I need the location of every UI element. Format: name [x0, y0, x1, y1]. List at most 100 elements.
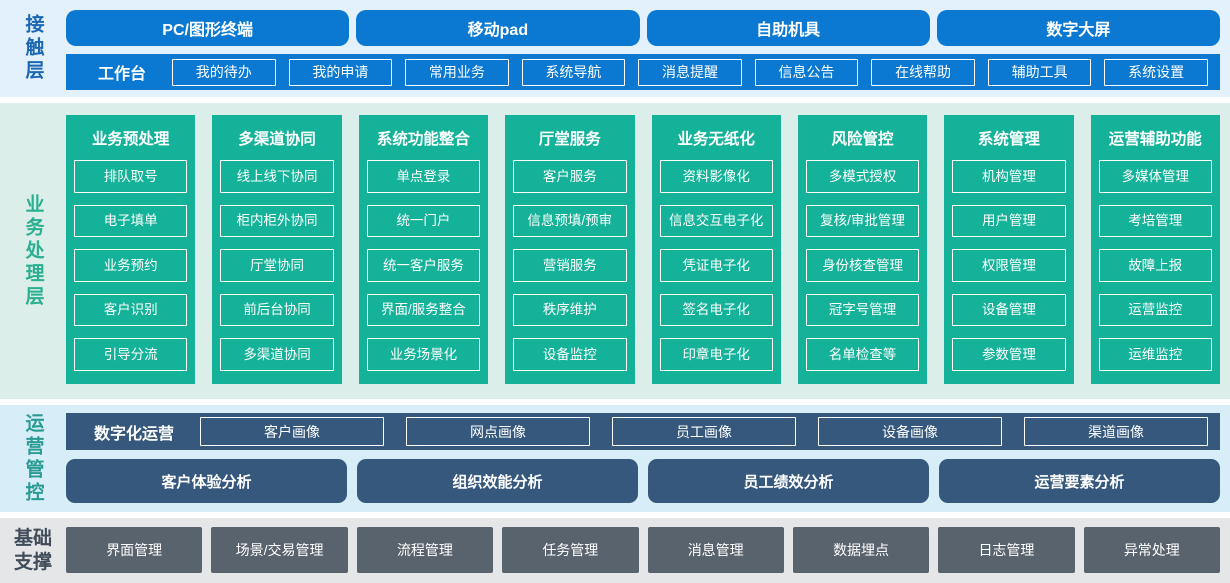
workbench-button[interactable]: 辅助工具 — [987, 58, 1092, 86]
terminal-button[interactable]: 数字大屏 — [936, 10, 1220, 46]
terminal-button[interactable]: PC/图形终端 — [66, 10, 350, 46]
business-function-button[interactable]: 引导分流 — [74, 338, 188, 371]
analysis-button[interactable]: 客户体验分析 — [66, 459, 347, 503]
business-function-button[interactable]: 运营监控 — [1098, 293, 1212, 327]
workbench-items: 我的待办我的申请常用业务系统导航消息提醒信息公告在线帮助辅助工具系统设置 — [172, 58, 1208, 86]
workbench-button[interactable]: 消息提醒 — [638, 58, 742, 86]
business-function-button[interactable]: 冠字号管理 — [805, 293, 920, 327]
workbench-button[interactable]: 在线帮助 — [871, 58, 975, 86]
business-function-button[interactable]: 信息交互电子化 — [659, 204, 773, 238]
business-function-button[interactable]: 印章电子化 — [659, 338, 773, 371]
operation-layer-band: 运营管控 数字化运营 客户画像网点画像员工画像设备画像渠道画像 客户体验分析组织… — [0, 405, 1230, 512]
business-function-button[interactable]: 故障上报 — [1098, 249, 1212, 282]
business-function-button[interactable]: 业务预约 — [74, 249, 188, 282]
business-function-button[interactable]: 资料影像化 — [659, 160, 773, 193]
business-column: 业务无纸化 资料影像化信息交互电子化凭证电子化签名电子化印章电子化 — [651, 115, 781, 384]
business-column-items: 资料影像化信息交互电子化凭证电子化签名电子化印章电子化 — [659, 160, 773, 371]
business-function-button[interactable]: 客户服务 — [513, 160, 627, 193]
workbench-button[interactable]: 系统导航 — [521, 58, 626, 86]
business-function-button[interactable]: 统一客户服务 — [366, 249, 481, 282]
portrait-button[interactable]: 员工画像 — [612, 417, 797, 446]
business-function-button[interactable]: 线上线下协同 — [220, 160, 334, 193]
business-function-button[interactable]: 身份核查管理 — [805, 249, 920, 282]
business-function-button[interactable]: 参数管理 — [952, 338, 1066, 371]
business-function-button[interactable]: 秩序维护 — [513, 293, 627, 327]
foundation-button[interactable]: 任务管理 — [502, 527, 639, 573]
foundation-button[interactable]: 消息管理 — [647, 527, 784, 573]
foundation-button[interactable]: 场景/交易管理 — [211, 527, 348, 573]
business-function-button[interactable]: 柜内柜外协同 — [220, 204, 334, 238]
business-function-button[interactable]: 签名电子化 — [659, 293, 773, 327]
operation-layer-content: 数字化运营 客户画像网点画像员工画像设备画像渠道画像 客户体验分析组织效能分析员… — [66, 405, 1230, 512]
business-function-button[interactable]: 多媒体管理 — [1098, 160, 1212, 193]
business-function-button[interactable]: 用户管理 — [952, 204, 1066, 238]
workbench-button[interactable]: 常用业务 — [405, 58, 509, 86]
contact-layer-label: 接触层 — [22, 14, 44, 83]
business-function-button[interactable]: 复核/审批管理 — [805, 204, 920, 238]
business-function-button[interactable]: 权限管理 — [952, 249, 1066, 282]
foundation-button[interactable]: 异常处理 — [1083, 527, 1220, 573]
business-function-button[interactable]: 运维监控 — [1098, 338, 1212, 371]
business-function-button[interactable]: 设备监控 — [513, 338, 627, 371]
portrait-button[interactable]: 设备画像 — [818, 417, 1003, 446]
business-column-title: 运营辅助功能 — [1108, 131, 1202, 148]
portrait-button[interactable]: 客户画像 — [200, 417, 385, 446]
digital-ops-bar: 数字化运营 客户画像网点画像员工画像设备画像渠道画像 — [66, 413, 1220, 450]
portrait-button[interactable]: 网点画像 — [406, 417, 591, 446]
business-function-button[interactable]: 多模式授权 — [805, 160, 920, 193]
business-column: 业务预处理 排队取号电子填单业务预约客户识别引导分流 — [66, 115, 196, 384]
workbench-button[interactable]: 信息公告 — [754, 58, 859, 86]
business-column-title: 风险管控 — [831, 131, 894, 148]
business-column-title: 系统管理 — [977, 131, 1040, 148]
workbench-button[interactable]: 我的待办 — [172, 58, 276, 86]
analysis-button[interactable]: 组织效能分析 — [357, 459, 638, 503]
business-column-title: 厅堂服务 — [538, 131, 601, 148]
foundation-button[interactable]: 界面管理 — [66, 527, 203, 573]
workbench-button[interactable]: 我的申请 — [288, 58, 393, 86]
terminal-button[interactable]: 移动pad — [356, 10, 640, 46]
business-column: 运营辅助功能 多媒体管理考培管理故障上报运营监控运维监控 — [1090, 115, 1220, 384]
business-function-button[interactable]: 考培管理 — [1098, 204, 1212, 238]
business-function-button[interactable]: 信息预填/预审 — [513, 204, 627, 238]
analysis-button[interactable]: 员工绩效分析 — [648, 459, 929, 503]
business-column-items: 多媒体管理考培管理故障上报运营监控运维监控 — [1098, 160, 1212, 371]
business-function-button[interactable]: 机构管理 — [952, 160, 1066, 193]
business-columns: 业务预处理 排队取号电子填单业务预约客户识别引导分流 多渠道协同 线上线下协同柜… — [66, 115, 1220, 384]
business-function-button[interactable]: 设备管理 — [952, 293, 1066, 327]
business-function-button[interactable]: 排队取号 — [74, 160, 188, 193]
foundation-button[interactable]: 流程管理 — [356, 527, 494, 573]
foundation-button[interactable]: 数据埋点 — [792, 527, 930, 573]
workbench-button[interactable]: 系统设置 — [1104, 58, 1208, 86]
analysis-button[interactable]: 运营要素分析 — [939, 459, 1220, 503]
terminal-button[interactable]: 自助机具 — [646, 10, 930, 46]
business-function-button[interactable]: 业务场景化 — [366, 338, 481, 371]
band-divider — [0, 399, 1230, 405]
business-function-button[interactable]: 厅堂协同 — [220, 249, 334, 282]
business-function-button[interactable]: 多渠道协同 — [220, 338, 334, 371]
foundation-layer-label: 基础支撑 — [13, 527, 52, 573]
business-column-items: 线上线下协同柜内柜外协同厅堂协同前后台协同多渠道协同 — [220, 160, 334, 371]
business-function-button[interactable]: 界面/服务整合 — [366, 293, 481, 327]
foundation-button[interactable]: 日志管理 — [938, 527, 1075, 573]
business-layer-label: 业务处理层 — [22, 193, 44, 309]
business-function-button[interactable]: 电子填单 — [74, 204, 188, 238]
business-column: 系统功能整合 单点登录统一门户统一客户服务界面/服务整合业务场景化 — [358, 115, 489, 384]
digital-ops-label: 数字化运营 — [94, 425, 175, 443]
business-function-button[interactable]: 凭证电子化 — [659, 249, 773, 282]
business-function-button[interactable]: 名单检查等 — [805, 338, 920, 371]
business-column-items: 机构管理用户管理权限管理设备管理参数管理 — [952, 160, 1066, 371]
business-function-button[interactable]: 客户识别 — [74, 293, 188, 327]
business-function-button[interactable]: 单点登录 — [366, 160, 481, 193]
business-column: 多渠道协同 线上线下协同柜内柜外协同厅堂协同前后台协同多渠道协同 — [212, 115, 342, 384]
business-function-button[interactable]: 前后台协同 — [220, 293, 334, 327]
portrait-button[interactable]: 渠道画像 — [1024, 417, 1209, 446]
contact-layer-label-wrap: 接触层 — [0, 0, 66, 97]
business-function-button[interactable]: 统一门户 — [366, 204, 481, 238]
business-function-button[interactable]: 营销服务 — [513, 249, 627, 282]
business-column-items: 客户服务信息预填/预审营销服务秩序维护设备监控 — [513, 160, 627, 371]
digital-ops-items: 客户画像网点画像员工画像设备画像渠道画像 — [200, 417, 1209, 446]
business-column-items: 单点登录统一门户统一客户服务界面/服务整合业务场景化 — [366, 160, 481, 371]
foundation-items: 界面管理场景/交易管理流程管理任务管理消息管理数据埋点日志管理异常处理 — [66, 518, 1230, 583]
